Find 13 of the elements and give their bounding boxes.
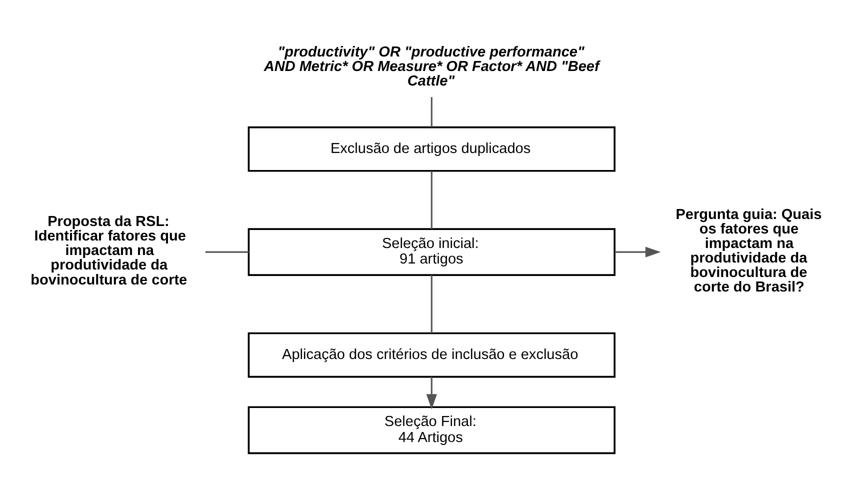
arrow: [426, 376, 437, 410]
node-box: Aplicação dos critérios de inclusão e exclusão: [248, 332, 616, 378]
node-text: "productivity" OR "productive performance" AND Metric* OR Measure* OR Factor* AND "Beef Cattle": [264, 44, 600, 90]
arrow: [614, 246, 661, 258]
connector: [430, 275, 432, 334]
node-text: Proposta da RSL: Identificar fatores que impactam na produtividade da bovinocultura de corte: [30, 214, 188, 288]
connector: [430, 171, 432, 229]
connector: [205, 251, 249, 253]
node-box: Seleção Final: 44 Artigos: [248, 406, 616, 454]
node-box: Exclusão de artigos duplicados: [248, 126, 616, 172]
connector: [430, 97, 432, 128]
node-box: Seleção inicial: 91 artigos: [248, 228, 616, 276]
node-text: Pergunta guia: Quais os fatores que impactam na produtividade da bovinocultura de corte do Brasil?: [676, 206, 822, 296]
